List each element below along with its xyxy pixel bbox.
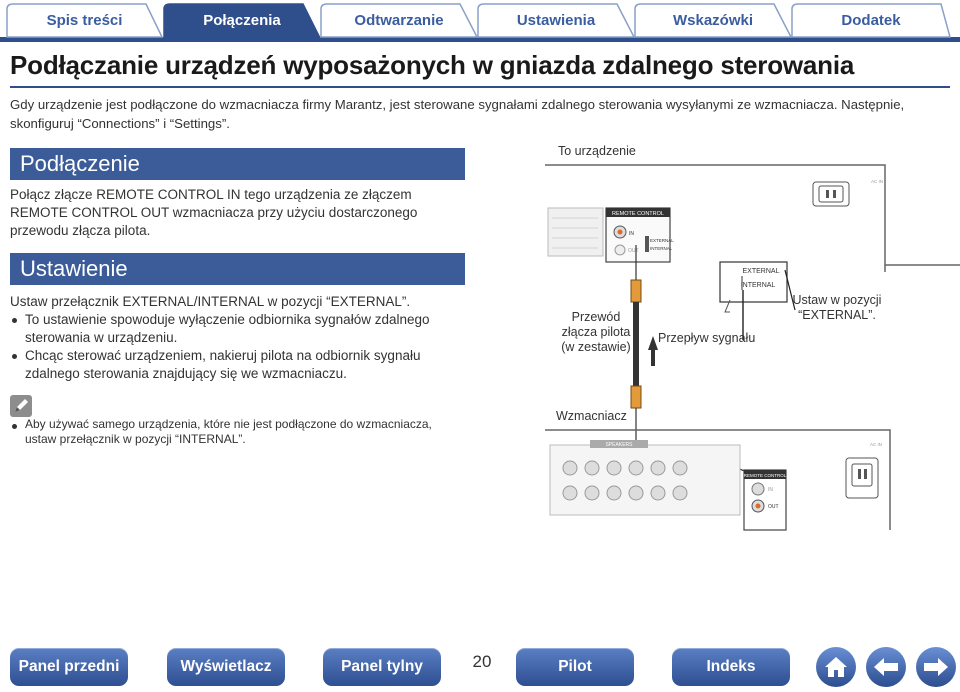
intro-text: Gdy urządzenie jest podłączone do wzmacn…: [10, 97, 905, 131]
tab-dodatek[interactable]: Dodatek: [791, 3, 951, 38]
device-external-mini-label: EXTERNAL: [650, 238, 674, 243]
amp-in-label: IN: [768, 487, 773, 493]
device-rear-panel: REMOTE CONTROL IN OUT EXTERNAL INTERNAL …: [545, 164, 960, 272]
device-remote-control-label: REMOTE CONTROL: [612, 211, 664, 217]
top-tab-bar: Spis treści Połączenia Odtwarzanie Ustaw…: [0, 0, 960, 42]
setting-text: Ustaw przełącznik EXTERNAL/INTERNAL w po…: [10, 294, 411, 309]
pencil-icon: [10, 395, 32, 417]
device-in-label: IN: [629, 231, 634, 237]
tab-wskazowki[interactable]: Wskazówki: [634, 3, 792, 38]
page-number: 20: [472, 652, 492, 671]
amp-speakers-label: SPEAKERS: [606, 442, 634, 448]
amplifier-label: Wzmacniacz: [556, 409, 627, 423]
setting-body: Ustaw przełącznik EXTERNAL/INTERNAL w po…: [10, 293, 460, 383]
section-heading-connection: Podłączenie: [10, 148, 465, 180]
amp-remote-control-label: REMOTE CONTROL: [744, 473, 787, 478]
connection-diagram: REMOTE CONTROL IN OUT EXTERNAL INTERNAL …: [540, 140, 960, 540]
switch-internal-label: INTERNAL: [741, 282, 776, 289]
device-label: To urządzenie: [558, 144, 636, 158]
switch-detail: EXTERNAL INTERNAL: [719, 261, 796, 340]
tab-bar-underline: [0, 37, 960, 42]
nav-display-button[interactable]: Wyświetlacz: [167, 648, 285, 686]
switch-setting-label: Ustaw w pozycji “EXTERNAL”.: [792, 293, 882, 322]
signal-flow-arrow: [648, 336, 658, 366]
switch-external-label: EXTERNAL: [743, 268, 780, 275]
tab-ustawienia[interactable]: Ustawienia: [477, 3, 635, 38]
amplifier-rear-panel: SPEAKERS REMOTE CONTROL IN OUT AC IN: [545, 429, 891, 531]
note-bullet: Aby używać samego urządzenia, które nie …: [10, 417, 450, 447]
section-heading-setting: Ustawienie: [10, 253, 465, 285]
setting-bullet: To ustawienie spowoduje wyłączenie odbio…: [10, 311, 460, 347]
nav-front-panel-button[interactable]: Panel przedni: [10, 648, 128, 686]
device-internal-mini-label: INTERNAL: [650, 246, 673, 251]
note-list: Aby używać samego urządzenia, które nie …: [10, 417, 450, 447]
arrow-right-icon[interactable]: [916, 647, 956, 687]
device-ac-in-label: AC IN: [871, 179, 883, 184]
connection-text: Połącz złącze REMOTE CONTROL IN tego urz…: [10, 187, 418, 238]
amp-out-label: OUT: [768, 504, 779, 510]
setting-bullet: Chcąc sterować urządzeniem, nakieruj pil…: [10, 347, 460, 383]
device-out-label: OUT: [628, 248, 639, 254]
tab-odtwarzanie[interactable]: Odtwarzanie: [320, 3, 478, 38]
title-divider: [10, 86, 950, 88]
home-icon[interactable]: [816, 647, 856, 687]
nav-index-button[interactable]: Indeks: [672, 648, 790, 686]
amp-ac-in-label: AC IN: [870, 442, 882, 447]
signal-flow-label: Przepływ sygnału: [658, 331, 756, 345]
nav-remote-button[interactable]: Pilot: [516, 648, 634, 686]
nav-rear-panel-button[interactable]: Panel tylny: [323, 648, 441, 686]
cable-label: Przewód złącza pilota (w zestawie): [561, 310, 631, 354]
page-title: Podłączanie urządzeń wyposażonych w gnia…: [10, 50, 855, 80]
setting-bullets: To ustawienie spowoduje wyłączenie odbio…: [10, 311, 460, 383]
diagram-drawing: REMOTE CONTROL IN OUT EXTERNAL INTERNAL …: [545, 164, 960, 531]
arrow-left-icon[interactable]: [866, 647, 906, 687]
tab-polaczenia[interactable]: Połączenia: [163, 3, 321, 38]
tab-spis-tresci[interactable]: Spis treści: [6, 3, 163, 38]
